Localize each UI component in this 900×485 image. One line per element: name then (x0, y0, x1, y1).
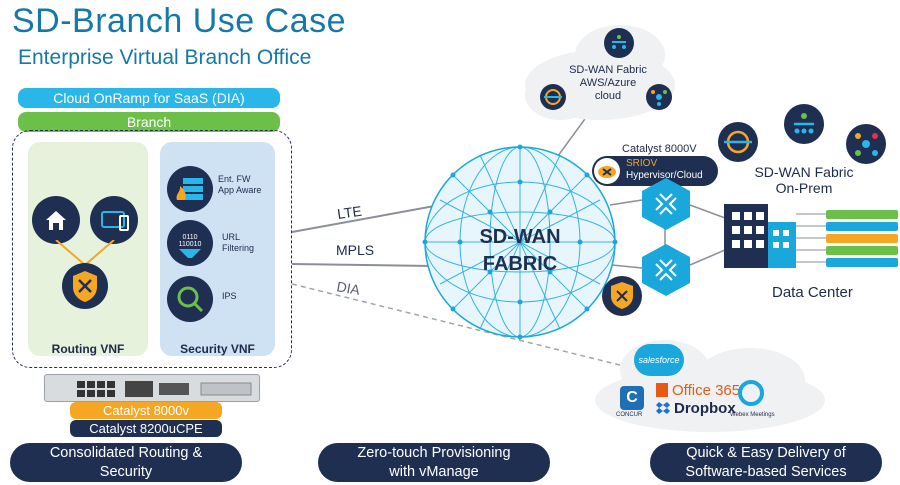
router-icon-top (642, 178, 690, 230)
hypervisor-icon (594, 158, 620, 184)
footer-consolidated-routing: Consolidated Routing & Security (10, 443, 242, 482)
footer-quick-delivery: Quick & Easy Delivery of Software-based … (650, 443, 882, 482)
datacenter-annex-icon (768, 222, 796, 268)
fabric-label-line2: FABRIC (483, 253, 557, 275)
router-datacenter-link-1 (689, 204, 726, 219)
onprem-line2: On-Prem (775, 180, 833, 196)
cloud-onramp-saas-bar: Cloud OnRamp for SaaS (DIA) (18, 88, 280, 108)
datacenter-label: Data Center (772, 284, 853, 301)
catalyst-8000v-label: Catalyst 8000v (70, 402, 222, 419)
dia-link (291, 283, 641, 371)
salesforce-logo: salesforce (634, 344, 684, 376)
onprem-fabric-label: SD-WAN Fabric On-Prem (750, 164, 858, 196)
webex-icon (738, 380, 764, 406)
firewall-label: Ent. FW App Aware (218, 174, 262, 195)
catalyst-appliance-image (44, 374, 260, 402)
router-link-1 (609, 199, 643, 206)
cloud-vsmart-icon (540, 84, 566, 110)
cloud-vbond-icon (646, 84, 672, 110)
office365-label: Office 365 (672, 382, 741, 399)
cloud-fabric-line2: AWS/Azure (579, 77, 637, 89)
lte-label: LTE (336, 203, 363, 222)
webex-label: Webex Meetings (730, 412, 775, 418)
dropbox-icon (656, 401, 670, 415)
routing-vnf-label: Routing VNF (51, 342, 125, 356)
footer-zero-touch: Zero-touch Provisioning with vManage (318, 443, 550, 482)
concur-label: CONCUR (616, 412, 643, 418)
iot-devices-icon (32, 196, 80, 244)
catalyst-8200ucpe-label: Catalyst 8200uCPE (70, 420, 222, 437)
routing-vnf-panel (28, 142, 148, 356)
onprem-vbond-icon (846, 124, 886, 164)
router-link-2 (611, 264, 643, 269)
fabric-label-line1: SD-WAN (479, 226, 560, 248)
sriov-label: SRIOV (626, 158, 658, 169)
lte-link (291, 204, 441, 233)
url-filtering-icon: 0110 110010 (167, 220, 213, 266)
concur-icon: C (620, 386, 644, 410)
branch-container (12, 130, 292, 368)
branch-bar: Branch (18, 112, 280, 132)
cloud-fabric-icon (604, 28, 634, 58)
mpls-label: MPLS (336, 242, 374, 258)
security-vnf-label: Security VNF (180, 342, 255, 356)
security-shield-icon (602, 276, 642, 316)
cloud-fabric-line3: cloud (594, 90, 622, 102)
cloud-fabric-label: SD-WAN Fabric AWS/Azure cloud (556, 64, 660, 103)
mpls-link (291, 263, 433, 267)
router-datacenter-link-2 (689, 249, 726, 266)
router-icon-bottom (642, 244, 690, 296)
page-title: SD-Branch Use Case (12, 2, 347, 40)
dia-label: DIA (335, 278, 361, 298)
device-connectors (55, 240, 115, 266)
onprem-vsmart-icon (718, 122, 758, 162)
url-filtering-label: URL Filtering (222, 232, 255, 253)
server-rack-stack (796, 210, 898, 267)
sdwan-fabric-sphere (422, 144, 618, 340)
hypervisor-label: Hypervisor/Cloud (626, 170, 703, 181)
cloud-fabric-line1: SD-WAN Fabric (569, 64, 647, 76)
onprem-vmanage-icon (784, 104, 824, 144)
ips-label: IPS (222, 291, 237, 301)
ips-magnifier-icon (167, 276, 213, 322)
cloud-link (554, 111, 591, 161)
datacenter-building-icon (724, 204, 768, 268)
svg-text:110010: 110010 (179, 241, 202, 248)
page-subtitle: Enterprise Virtual Branch Office (18, 46, 312, 69)
svg-text:0110: 0110 (182, 234, 197, 241)
catalyst-8000v-cloud-title: Catalyst 8000V (622, 143, 697, 155)
office365-icon (656, 383, 668, 397)
mobile-devices-icon (90, 196, 138, 244)
onprem-line1: SD-WAN Fabric (754, 164, 854, 180)
router-shield-icon (62, 263, 108, 309)
dropbox-label: Dropbox (674, 400, 736, 417)
firewall-icon (167, 166, 213, 212)
